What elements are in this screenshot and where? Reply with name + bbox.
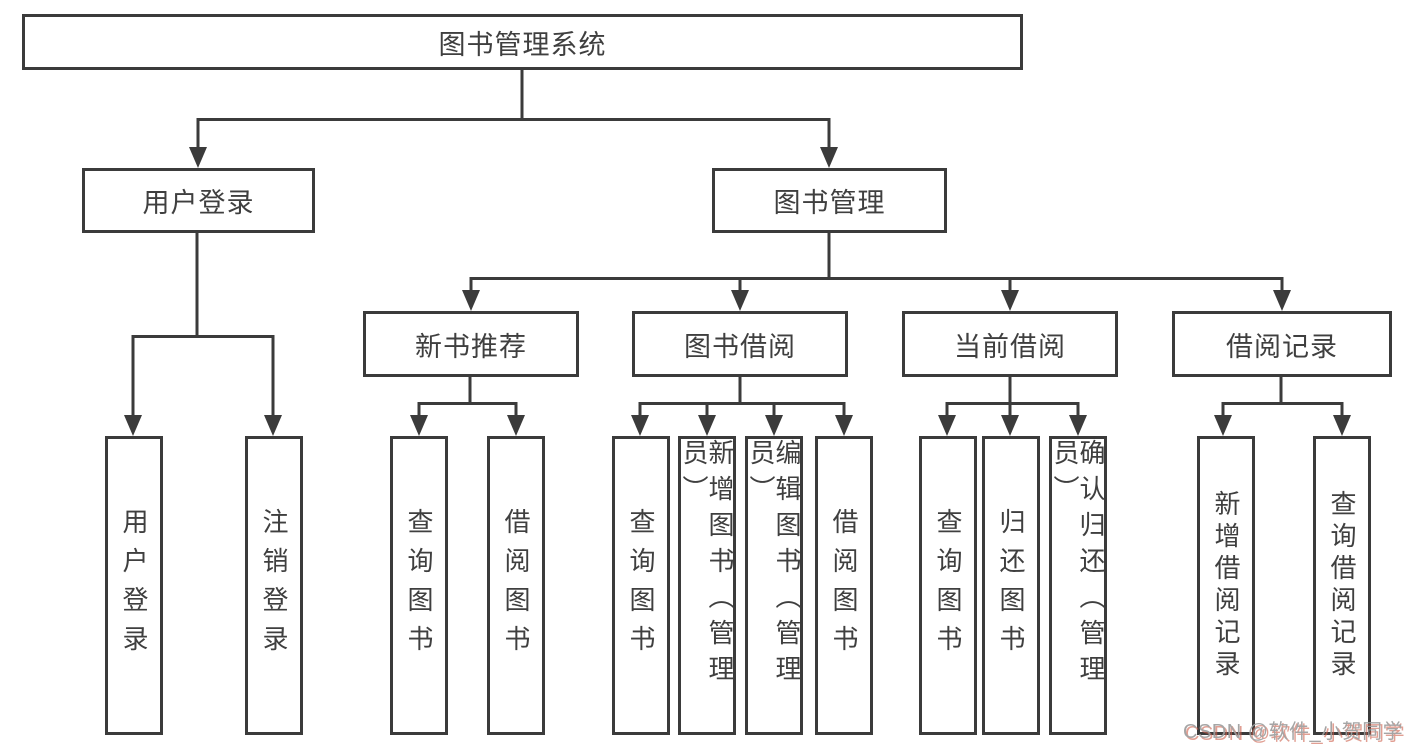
leaf-cb-confirm-return-admin: 确认归还（管理员） xyxy=(1049,436,1107,735)
leaf-bb-add-book-admin-label: 新增图书（管理员） xyxy=(679,439,735,691)
leaf-user-login-label: 用户登录 xyxy=(119,507,149,664)
leaf-bb-query-book-label: 查询图书 xyxy=(626,507,656,664)
leaf-cb-query-book: 查询图书 xyxy=(919,436,977,735)
leaf-nbr-borrow-book-label: 借阅图书 xyxy=(501,507,531,664)
leaf-logout-label: 注销登录 xyxy=(259,507,289,664)
leaf-cb-confirm-return-admin-label: 确认归还（管理员） xyxy=(1050,439,1106,691)
leaf-bb-add-book-admin: 新增图书（管理员） xyxy=(678,436,736,735)
leaf-nbr-borrow-book: 借阅图书 xyxy=(487,436,545,735)
leaf-bb-edit-book-admin-label: 编辑图书（管理员） xyxy=(746,439,802,691)
leaf-bb-borrow-book: 借阅图书 xyxy=(815,436,873,735)
node-current-borrowing: 当前借阅 xyxy=(902,311,1118,377)
node-new-book-recommendation: 新书推荐 xyxy=(363,311,579,377)
node-root-system: 图书管理系统 xyxy=(22,14,1023,70)
leaf-bb-query-book: 查询图书 xyxy=(612,436,670,735)
node-book-management: 图书管理 xyxy=(712,168,947,233)
leaf-cb-query-book-label: 查询图书 xyxy=(933,507,963,664)
leaf-br-query-record-label: 查询借阅记录 xyxy=(1327,489,1357,682)
leaf-logout: 注销登录 xyxy=(245,436,303,735)
leaf-cb-return-book: 归还图书 xyxy=(982,436,1040,735)
leaf-cb-return-book-label: 归还图书 xyxy=(996,507,1026,664)
leaf-bb-borrow-book-label: 借阅图书 xyxy=(829,507,859,664)
leaf-user-login: 用户登录 xyxy=(105,436,163,735)
leaf-br-add-record: 新增借阅记录 xyxy=(1197,436,1255,735)
leaf-nbr-query-book-label: 查询图书 xyxy=(404,507,434,664)
leaf-br-query-record: 查询借阅记录 xyxy=(1313,436,1371,735)
leaf-bb-edit-book-admin: 编辑图书（管理员） xyxy=(745,436,803,735)
node-user-login: 用户登录 xyxy=(82,168,315,233)
node-book-borrowing: 图书借阅 xyxy=(632,311,848,377)
leaf-br-add-record-label: 新增借阅记录 xyxy=(1211,489,1241,682)
csdn-watermark: CSDN @软件_小贺同学 xyxy=(1183,721,1404,743)
node-borrowing-records: 借阅记录 xyxy=(1172,311,1392,377)
leaf-nbr-query-book: 查询图书 xyxy=(390,436,448,735)
